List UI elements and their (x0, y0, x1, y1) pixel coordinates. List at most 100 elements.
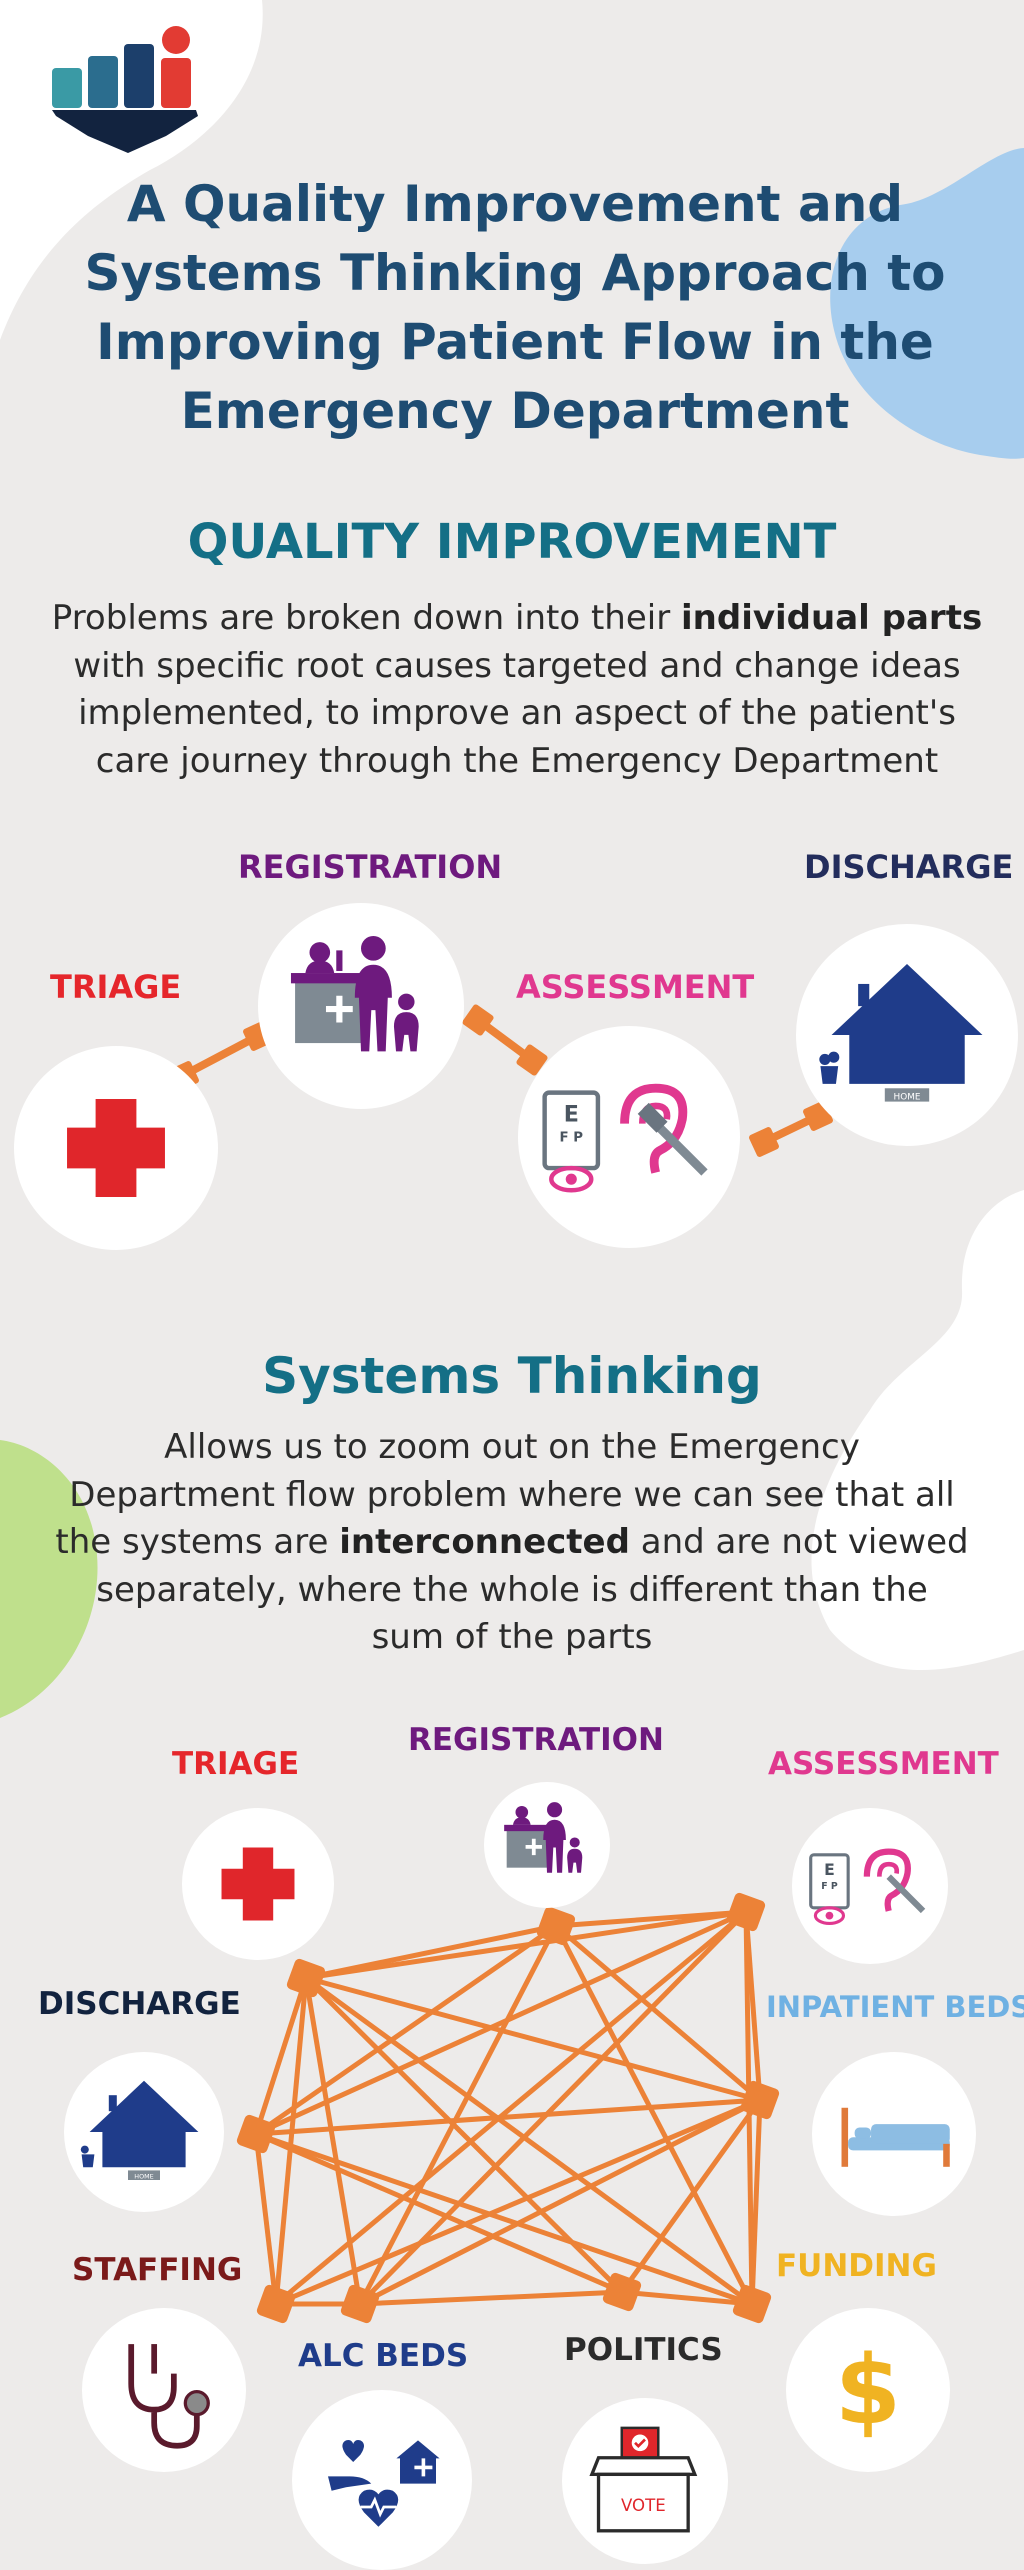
st-label-assessment: ASSESSMENT (768, 1746, 999, 1782)
st-label-registration: REGISTRATION (408, 1722, 664, 1758)
ballot-box-icon: VOTE (589, 2426, 698, 2533)
systems-line-2: Department flow problem where we can see… (69, 1474, 955, 1515)
st-label-inpatient-beds: INPATIENT BEDS (766, 1990, 1024, 2024)
quality-line-4: care journey through the Emergency Depar… (95, 740, 939, 781)
st-politics-circle: VOTE (562, 2398, 728, 2564)
eye-chart-icon: E F P (542, 1090, 601, 1193)
medical-cross-icon (221, 1847, 295, 1921)
network-link (357, 1924, 559, 2306)
blue-blob-top-right (830, 148, 1024, 459)
care-hands-icon (328, 2439, 440, 2527)
st-label-alc-beds: ALC BEDS (298, 2338, 469, 2374)
svg-text:$: $ (835, 2336, 901, 2446)
network-link (359, 2289, 623, 2307)
network-junction (286, 1958, 326, 1998)
st-assessment-circle: E F P (792, 1808, 948, 1964)
st-label-staffing: STAFFING (72, 2252, 243, 2288)
family-registration-icon (290, 935, 419, 1052)
systems-heading: Systems Thinking (262, 1347, 762, 1405)
family-registration-icon (504, 1802, 583, 1873)
st-label-discharge: DISCHARGE (38, 1986, 241, 2022)
bed-icon (841, 2107, 950, 2167)
network-link (303, 1977, 363, 2305)
network-link (273, 1977, 309, 2305)
network-link (619, 2098, 763, 2294)
hearing-icon (863, 1848, 926, 1914)
house-icon: HOME (819, 963, 983, 1102)
network-junction (732, 2284, 772, 2324)
network-junction (726, 1892, 766, 1932)
green-blob-left (0, 1440, 98, 1718)
network-link (253, 2133, 279, 2305)
dollar-icon: $ (835, 2336, 901, 2446)
st-funding-circle: $ (786, 2308, 950, 2472)
qi-triage-circle (14, 1046, 218, 1250)
qi-label-assessment: ASSESSMENT (516, 968, 755, 1006)
qi-assessment-circle: E F P (518, 1026, 740, 1248)
qi-discharge-circle: HOME (796, 924, 1018, 1146)
network-link (358, 2097, 762, 2307)
qi-registration-circle (258, 903, 464, 1109)
qi-label-discharge: DISCHARGE (804, 848, 1014, 886)
st-staffing-circle (82, 2308, 246, 2472)
medical-cross-icon (67, 1099, 165, 1197)
network-link (255, 2131, 623, 2295)
svg-text:F P: F P (560, 1130, 584, 1145)
quality-line-1: Problems are broken down into their indi… (51, 598, 983, 638)
st-alc-circle (292, 2390, 472, 2570)
systems-paragraph: Allows us to zoom out on the Emergency D… (22, 1424, 1002, 1662)
st-triage-circle (182, 1808, 334, 1960)
svg-text:E: E (824, 1861, 835, 1879)
house-icon: HOME (80, 2080, 199, 2180)
quality-heading: QUALITY IMPROVEMENT (187, 514, 837, 570)
network-link (621, 2289, 753, 2307)
quality-paragraph: Problems are broken down into their indi… (22, 595, 1012, 785)
st-registration-circle (484, 1782, 610, 1908)
network-link (255, 2097, 761, 2137)
assessment-icons: E F P (809, 1848, 926, 1925)
page-title: A Quality Improvement and Systems Thinki… (84, 175, 946, 440)
st-label-triage: TRIAGE (172, 1746, 300, 1782)
st-label-funding: FUNDING (776, 2248, 937, 2284)
systems-line-3: the systems are interconnected and are n… (55, 1522, 969, 1562)
network-link (255, 2131, 753, 2307)
svg-text:HOME: HOME (134, 2172, 153, 2180)
network-link (253, 1977, 309, 2135)
eye-chart-icon: E F P (809, 1853, 850, 1925)
hearing-icon (620, 1083, 708, 1176)
network-link (275, 2097, 761, 2307)
quality-line-2: with specific root causes targeted and c… (73, 645, 961, 686)
network-link (553, 1924, 755, 2306)
assessment-icons: E F P (542, 1083, 708, 1193)
white-blob-right (811, 1190, 1024, 1670)
stethoscope-icon (128, 2344, 210, 2449)
network-junction (236, 2114, 276, 2154)
network-link (274, 1910, 748, 2306)
svg-text:F P: F P (821, 1881, 838, 1892)
network-link (254, 1909, 748, 2137)
svg-text:E: E (564, 1101, 579, 1127)
svg-text:VOTE: VOTE (621, 2496, 666, 2515)
network-link (304, 1975, 754, 2307)
network-link (358, 1910, 748, 2306)
network-link (254, 1923, 558, 2137)
st-discharge-circle: HOME (64, 2052, 224, 2212)
systems-line-1: Allows us to zoom out on the Emergency (164, 1427, 860, 1467)
network-link (305, 1975, 761, 2103)
svg-text:HOME: HOME (894, 1092, 921, 1102)
network-junction (602, 2272, 642, 2312)
network-junction (256, 2284, 296, 2324)
network-junction (740, 2080, 780, 2120)
st-inpatient-circle (812, 2052, 976, 2216)
st-label-politics: POLITICS (564, 2332, 723, 2368)
qi-label-triage: TRIAGE (50, 968, 182, 1006)
qi-label-registration: REGISTRATION (238, 848, 503, 886)
network-link (554, 1924, 762, 2102)
logo-bars-icon (52, 26, 198, 153)
quality-line-3: implemented, to improve an aspect of the… (78, 693, 956, 733)
systems-line-5: sum of the parts (371, 1617, 653, 1657)
systems-line-4: separately, where the whole is different… (96, 1569, 928, 1610)
network-junction (536, 1906, 576, 1946)
